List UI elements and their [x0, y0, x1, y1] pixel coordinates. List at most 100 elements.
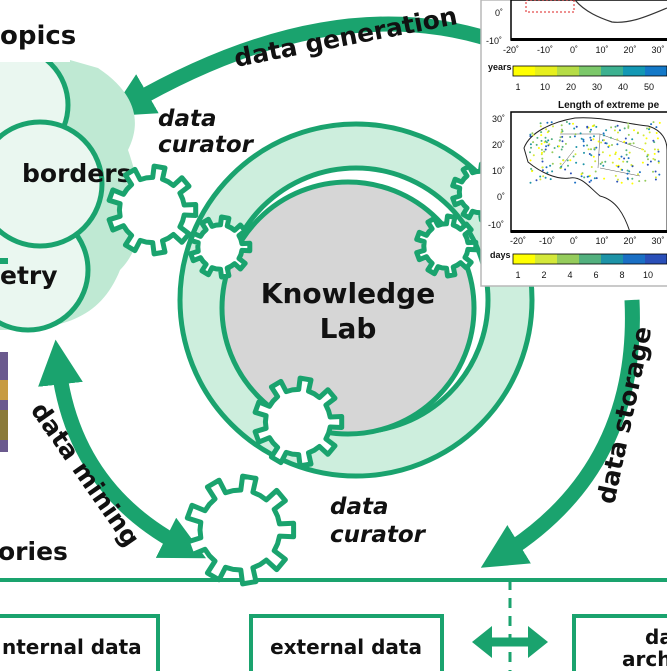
map-dot	[591, 125, 594, 128]
colorbar-border	[512, 253, 667, 265]
map-dot	[565, 121, 568, 123]
upper-x-tick-2: 0˚	[570, 45, 578, 55]
map-dot	[561, 140, 564, 143]
map-dot	[628, 151, 631, 154]
map-dot	[580, 175, 583, 178]
years-tick-0: 1	[515, 82, 520, 92]
map-dot	[530, 146, 532, 149]
map-dot	[540, 142, 543, 145]
map-dot	[637, 173, 639, 176]
map-dot	[653, 148, 656, 151]
map-dot	[559, 136, 562, 139]
map-dot	[614, 174, 617, 177]
map-dot	[644, 179, 647, 182]
map-dot	[569, 172, 572, 175]
map-dot	[529, 151, 531, 154]
gear-icon-lab-bottom	[252, 375, 345, 469]
map-dot	[595, 177, 598, 180]
map-dot	[621, 168, 624, 171]
map-dot	[544, 176, 547, 179]
map-dot	[582, 144, 585, 147]
map-dot	[647, 153, 650, 156]
map-dot	[658, 173, 661, 176]
topic-borders: borders	[22, 159, 131, 188]
map-dot	[567, 164, 569, 167]
curator-bottom-line1: data	[330, 494, 389, 520]
map-dot	[562, 159, 565, 162]
map-dot	[537, 147, 540, 149]
years-tick-4: 40	[618, 82, 628, 92]
map-dot	[589, 130, 592, 133]
map-dot	[532, 134, 535, 137]
colorbar-swatch	[601, 254, 624, 264]
map-dot	[587, 148, 590, 151]
lower-y-tick-2: 10˚	[492, 166, 505, 176]
years-colorbar	[512, 65, 667, 77]
map-dot	[616, 143, 619, 146]
map-dot	[529, 159, 532, 162]
days-tick-1: 2	[541, 270, 546, 280]
map-dot	[529, 181, 532, 184]
map-dot	[593, 148, 596, 151]
days-tick-5: 10	[643, 270, 653, 280]
knowledge-lab-title-line2: Lab	[320, 312, 377, 345]
map-dot	[589, 136, 592, 139]
map-dot	[623, 157, 626, 160]
map-dot	[597, 140, 600, 143]
lower-x-tick-1: -10˚	[539, 236, 555, 246]
map-dot	[529, 135, 532, 138]
map-dot	[559, 162, 562, 165]
map-dot	[627, 126, 630, 129]
lower-x-tick-0: -20˚	[510, 236, 526, 246]
data-archive-box[interactable]: da archi	[572, 614, 667, 671]
data-storage-label: data storage	[592, 324, 658, 506]
knowledge-lab-core[interactable]	[219, 179, 477, 437]
map-dot	[633, 129, 635, 132]
gear-icon-lab-right	[414, 213, 479, 279]
map-dot	[594, 170, 597, 173]
map-dot	[549, 178, 552, 181]
map-dot	[617, 165, 620, 168]
map-dot	[605, 129, 608, 132]
map-dot	[551, 170, 554, 173]
map-dot	[615, 164, 618, 167]
map-dot	[539, 125, 542, 128]
map-dot	[590, 148, 592, 151]
map-dot	[573, 135, 576, 138]
topic-bubble-middle[interactable]	[0, 119, 105, 249]
double-arrow-icon	[472, 626, 548, 658]
map-dot	[593, 135, 595, 138]
map-dot	[588, 153, 591, 155]
map-dot	[583, 151, 585, 154]
map-dot	[540, 139, 543, 142]
archive-label-line2: archi	[622, 647, 667, 671]
lower-y-tick-3: 0˚	[497, 192, 505, 202]
map-dot	[626, 169, 629, 172]
map-dot	[551, 151, 554, 154]
internal-data-label: nternal data	[2, 635, 142, 659]
map-dot	[569, 136, 572, 138]
gear-icon-bottom-curator	[184, 473, 297, 587]
map-dot	[628, 170, 631, 173]
upper-x-tick-3: 10˚	[595, 45, 608, 55]
years-tick-2: 20	[566, 82, 576, 92]
external-data-label: external data	[270, 635, 422, 659]
map-dot	[560, 165, 563, 168]
map-dot	[541, 160, 544, 163]
topics-panel: opics borders etry	[0, 0, 141, 333]
internal-data-box[interactable]: nternal data	[0, 614, 160, 671]
years-tick-1: 10	[540, 82, 550, 92]
map-dot	[650, 123, 653, 126]
lower-x-tick-4: 20˚	[623, 236, 636, 246]
map-dot	[579, 132, 582, 135]
data-mining-arrow	[38, 339, 207, 559]
external-data-box[interactable]: external data	[249, 614, 444, 671]
map-dot	[623, 140, 626, 143]
map-dot	[564, 142, 567, 145]
map-dot	[654, 170, 657, 173]
map-dot	[568, 122, 571, 125]
map-dot	[531, 132, 534, 135]
map-dot	[588, 181, 591, 183]
knowledge-lab-title-line1: Knowledge	[261, 277, 435, 310]
lower-map-frame	[510, 111, 667, 233]
